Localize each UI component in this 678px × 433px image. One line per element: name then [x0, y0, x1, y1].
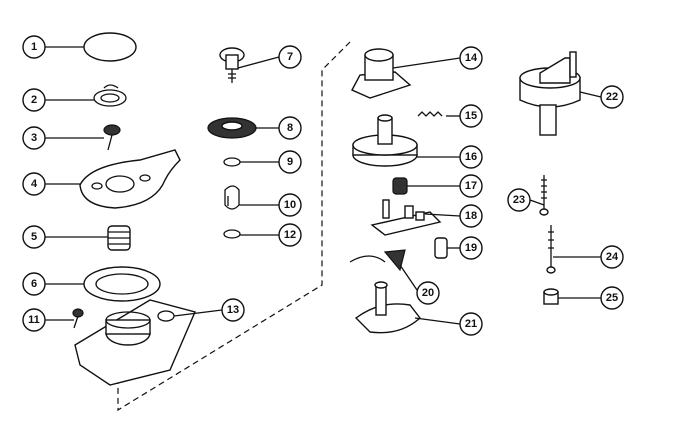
part-9-washer [223, 157, 241, 167]
part-19-insert [434, 237, 448, 259]
svg-text:2: 2 [31, 94, 37, 106]
callout-6: 6 [22, 272, 46, 296]
svg-text:1: 1 [31, 41, 37, 53]
part-23-screw [539, 175, 549, 216]
callout-13: 13 [221, 298, 245, 322]
callout-23: 23 [507, 188, 531, 212]
part-22-timer [519, 51, 581, 136]
svg-text:20: 20 [422, 287, 434, 299]
part-1-cap [83, 32, 137, 62]
svg-text:15: 15 [465, 110, 477, 122]
part-4-cam [79, 149, 181, 209]
svg-text:22: 22 [606, 91, 618, 103]
callout-22: 22 [600, 85, 624, 109]
part-10-clip [224, 185, 240, 210]
part-13-base [74, 299, 196, 386]
part-16-timer-disc [352, 114, 418, 167]
svg-text:13: 13 [227, 304, 239, 316]
callout-8: 8 [278, 116, 302, 140]
callout-7: 7 [278, 45, 302, 69]
svg-text:10: 10 [284, 199, 296, 211]
callout-9: 9 [278, 150, 302, 174]
svg-text:24: 24 [606, 251, 619, 263]
part-12-washer [223, 229, 241, 239]
part-24-screw [546, 225, 556, 274]
part-15-spring [417, 111, 443, 117]
svg-text:11: 11 [28, 314, 40, 326]
part-2-spring [93, 84, 127, 107]
callout-4: 4 [22, 172, 46, 196]
svg-text:4: 4 [31, 178, 38, 190]
part-7-screw [219, 47, 245, 83]
callout-24: 24 [600, 245, 624, 269]
callout-15: 15 [459, 104, 483, 128]
svg-text:7: 7 [287, 51, 293, 63]
svg-text:8: 8 [287, 122, 293, 134]
svg-text:17: 17 [465, 180, 477, 192]
part-25-nut [543, 288, 559, 305]
callout-17: 17 [459, 174, 483, 198]
part-5-spring [107, 225, 131, 251]
callout-3: 3 [22, 126, 46, 150]
callout-21: 21 [459, 312, 483, 336]
part-21-knob-base [354, 281, 421, 334]
part-11-screw [72, 308, 84, 329]
part-18-bracket [370, 199, 442, 236]
callout-14: 14 [459, 46, 483, 70]
callout-2: 2 [22, 88, 46, 112]
part-17-knob [392, 177, 408, 195]
svg-text:19: 19 [465, 242, 477, 254]
callout-18: 18 [459, 204, 483, 228]
leader-lines [45, 46, 602, 325]
callout-20: 20 [416, 281, 440, 305]
callout-5: 5 [22, 225, 46, 249]
part-3-screw [103, 124, 121, 151]
callout-10: 10 [278, 193, 302, 217]
callout-11: 11 [22, 308, 46, 332]
part-8-gear [207, 117, 257, 139]
callout-25: 25 [600, 286, 624, 310]
svg-text:18: 18 [465, 210, 477, 222]
part-6-ring [83, 266, 161, 302]
svg-text:16: 16 [465, 151, 477, 163]
svg-text:5: 5 [31, 231, 37, 243]
part-14-housing [351, 48, 412, 99]
svg-text:3: 3 [31, 132, 37, 144]
part-20-spring-clip [349, 249, 406, 272]
assembly-group-outline [117, 41, 351, 412]
svg-text:6: 6 [31, 278, 37, 290]
callout-19: 19 [459, 236, 483, 260]
svg-text:25: 25 [606, 292, 618, 304]
svg-text:21: 21 [465, 318, 477, 330]
callout-1: 1 [22, 35, 46, 59]
callout-16: 16 [459, 145, 483, 169]
svg-text:14: 14 [465, 52, 478, 64]
svg-text:9: 9 [287, 156, 293, 168]
svg-text:23: 23 [513, 194, 525, 206]
svg-text:12: 12 [284, 229, 296, 241]
callout-12: 12 [278, 223, 302, 247]
